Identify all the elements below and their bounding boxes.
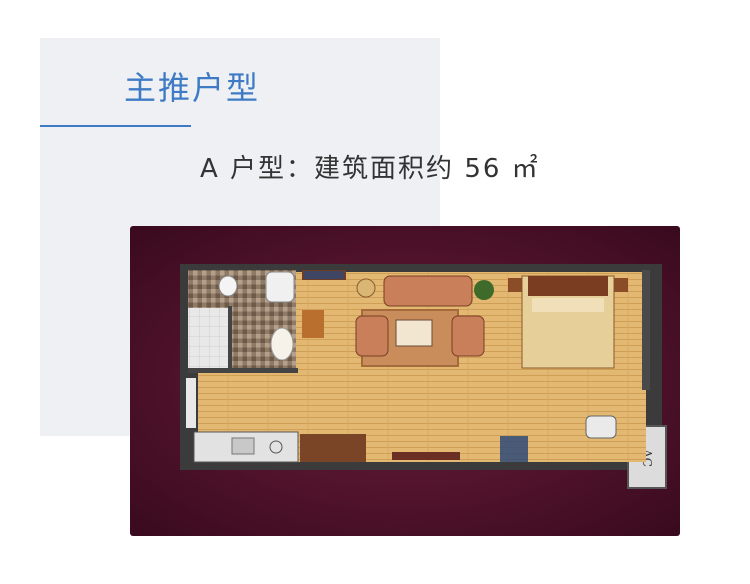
- armchair-left: [355, 315, 389, 357]
- bathtub-icon: [265, 271, 295, 303]
- unit-area-caption: A 户型：建筑面积约 56 ㎡: [200, 154, 540, 184]
- entry-door: [186, 378, 196, 428]
- side-lamp-icon: [356, 278, 376, 298]
- plant-icon: [474, 280, 494, 300]
- right-wall: [642, 270, 650, 390]
- tv-cabinet: [392, 452, 460, 460]
- bathroom-lower-wall: [188, 368, 298, 373]
- top-books: [304, 271, 344, 279]
- title-underline: [40, 125, 191, 127]
- floor-plan-image: AC: [130, 226, 680, 536]
- coffee-table: [395, 319, 433, 347]
- shower-area: [188, 308, 228, 368]
- stove-icon: [269, 440, 283, 454]
- bottom-bookshelf: [500, 436, 528, 462]
- nightstand-right: [614, 278, 628, 292]
- bed-headboard: [528, 276, 608, 296]
- sink-basin: [231, 437, 255, 455]
- nightstand-left: [508, 278, 522, 292]
- side-table: [302, 310, 324, 338]
- three-seat-sofa: [383, 275, 473, 307]
- armchair-right: [451, 315, 485, 357]
- toilet-icon: [218, 275, 238, 297]
- bathroom-wall: [228, 306, 232, 370]
- page-title: 主推户型: [124, 69, 261, 107]
- lounge-chair: [585, 415, 617, 439]
- wardrobe: [300, 434, 366, 462]
- sink-icon: [270, 327, 294, 361]
- bed-pillows: [532, 298, 604, 312]
